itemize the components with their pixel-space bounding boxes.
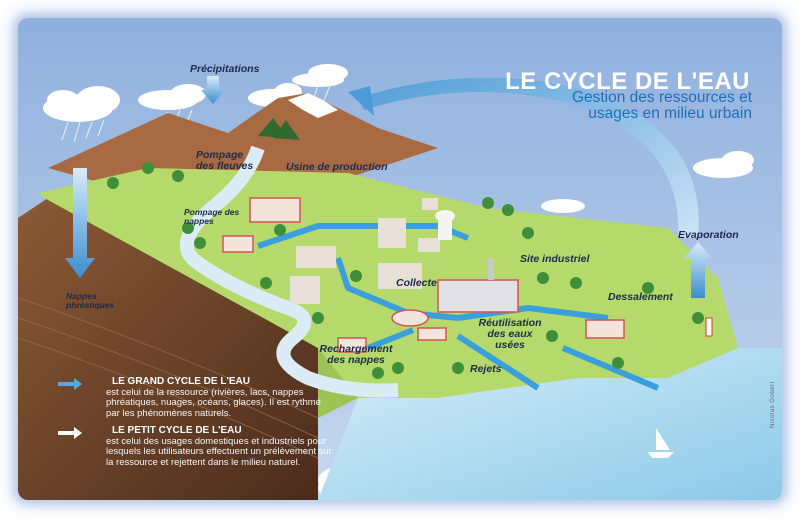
label-collecte: Collecte [396, 277, 437, 289]
legend-arrows [58, 378, 82, 439]
legend-petit-title: LE PETIT CYCLE DE L'EAU [112, 425, 242, 436]
page-subtitle: Gestion des ressources et usages en mili… [571, 89, 752, 122]
buildings [222, 197, 713, 353]
label-evaporation: Evaporation [678, 229, 739, 241]
label-site-industriel: Site industriel [520, 253, 590, 265]
page-title: LE CYCLE DE L'EAU [505, 68, 750, 95]
sailboat [648, 428, 674, 458]
legend-grand-text: est celui de la ressource (rivières, lac… [106, 386, 321, 419]
label-precipitations: Précipitations [190, 63, 260, 75]
label-pompage-nappes: Pompage des nappes [184, 207, 240, 226]
label-nappes-phreatiques: Nappes phréatiques [66, 291, 115, 310]
label-reutilisation: Réutilisation des eaux usées [478, 317, 542, 351]
legend-grand-cycle: LE GRAND CYCLE DE L'EAU est celui de la … [76, 376, 336, 419]
river [179, 145, 399, 398]
label-rejets: Rejets [470, 363, 502, 375]
diagram-frame: LE CYCLE DE L'EAU Gestion des ressources… [18, 18, 782, 500]
infiltration-arrow [65, 168, 95, 278]
precipitation-arrow [201, 76, 225, 104]
sea [318, 348, 782, 500]
label-rechargement: Rechargement des nappes [319, 343, 393, 366]
legend-petit-cycle: LE PETIT CYCLE DE L'EAU est celui des us… [76, 425, 336, 468]
label-pompage-fleuves: Pompage des fleuves [196, 149, 254, 172]
evaporation-arc-arrow [358, 77, 699, 238]
label-usine: Usine de production [286, 161, 388, 173]
evaporation-up-arrow [684, 242, 712, 298]
trees [107, 162, 704, 379]
water-cycle-illustration [18, 18, 782, 500]
legend-grand-title: LE GRAND CYCLE DE L'EAU [112, 376, 250, 387]
legend-petit-text: est celui des usages domestiques et indu… [106, 435, 332, 468]
author-credit: Nicolas Gobert [770, 381, 776, 428]
label-dessalement: Dessalement [608, 291, 673, 303]
